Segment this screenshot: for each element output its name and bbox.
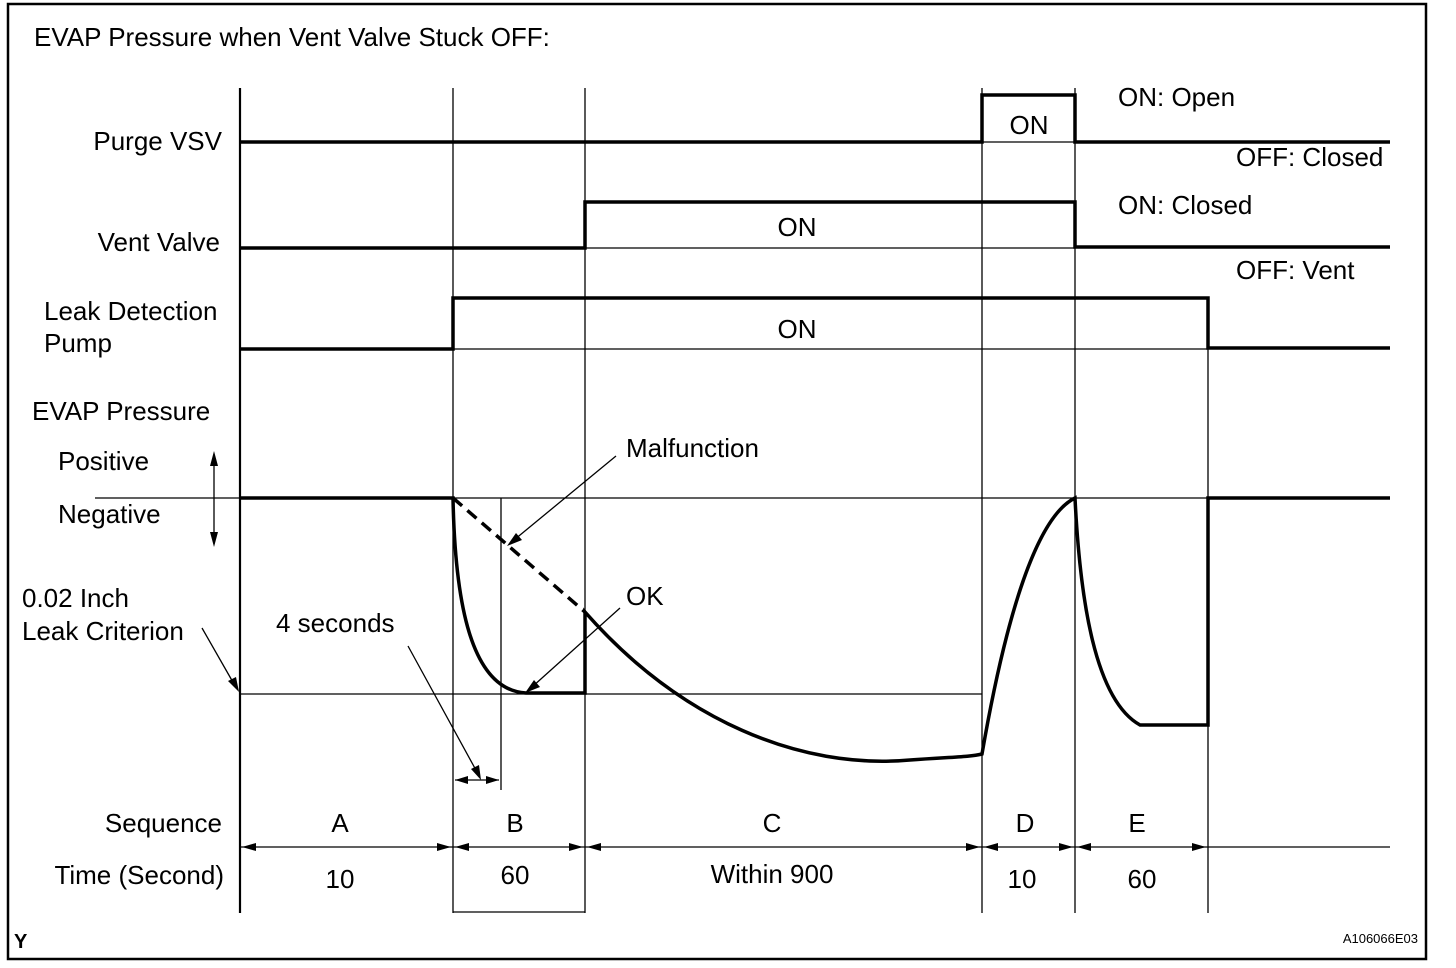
leak-pump-label-line2: Pump <box>44 328 112 358</box>
sequence-b: B <box>506 808 523 838</box>
time-b: 60 <box>501 860 530 890</box>
time-a: 10 <box>326 864 355 894</box>
time-span-arrowheads <box>242 843 1206 851</box>
vent-valve-signal <box>240 200 1390 250</box>
time-d: 10 <box>1008 864 1037 894</box>
purge-vsv-on-label: ON <box>1010 110 1049 140</box>
evap-pressure-label: EVAP Pressure <box>32 396 210 426</box>
diagram-frame <box>6 2 1428 961</box>
pressure-direction-arrow <box>210 451 218 547</box>
time-c: Within 900 <box>711 859 834 889</box>
sequence-d: D <box>1016 808 1035 838</box>
negative-label: Negative <box>58 499 161 529</box>
phase-dividers <box>452 88 1209 913</box>
purge-off-closed-label: OFF: Closed <box>1236 142 1383 172</box>
leak-pump-signal <box>240 296 1390 351</box>
ok-label: OK <box>626 581 664 611</box>
criterion-label-line1: 0.02 Inch <box>22 583 129 613</box>
diagram-title: EVAP Pressure when Vent Valve Stuck OFF: <box>34 22 550 52</box>
sequence-c: C <box>763 808 782 838</box>
purge-on-open-label: ON: Open <box>1118 82 1235 112</box>
leak-pump-on-label: ON <box>778 314 817 344</box>
purge-vsv-signal <box>240 93 1390 144</box>
vent-valve-label: Vent Valve <box>98 227 220 257</box>
purge-vsv-label: Purge VSV <box>93 126 222 156</box>
criterion-arrow <box>201 627 239 692</box>
leak-pump-label-line1: Leak Detection <box>44 296 217 326</box>
four-seconds-label: 4 seconds <box>276 608 395 638</box>
criterion-label-line2: Leak Criterion <box>22 616 184 646</box>
four-seconds-arrow <box>407 645 481 780</box>
sequence-e: E <box>1128 808 1145 838</box>
malfunction-label: Malfunction <box>626 433 759 463</box>
vent-valve-on-label: ON <box>778 212 817 242</box>
malfunction-trace <box>451 496 587 614</box>
positive-label: Positive <box>58 446 149 476</box>
ok-arrow <box>525 607 621 693</box>
evap-pressure-trace <box>240 495 1390 763</box>
malfunction-arrow <box>507 455 617 546</box>
vent-off-vent-label: OFF: Vent <box>1236 255 1355 285</box>
four-seconds-span <box>455 776 499 784</box>
sequence-label: Sequence <box>105 808 222 838</box>
corner-mark: Y <box>14 931 28 953</box>
vent-on-closed-label: ON: Closed <box>1118 190 1252 220</box>
time-label: Time (Second) <box>54 860 224 890</box>
figure-id: A106066E03 <box>1343 931 1418 946</box>
time-e: 60 <box>1128 864 1157 894</box>
sequence-a: A <box>331 808 349 838</box>
